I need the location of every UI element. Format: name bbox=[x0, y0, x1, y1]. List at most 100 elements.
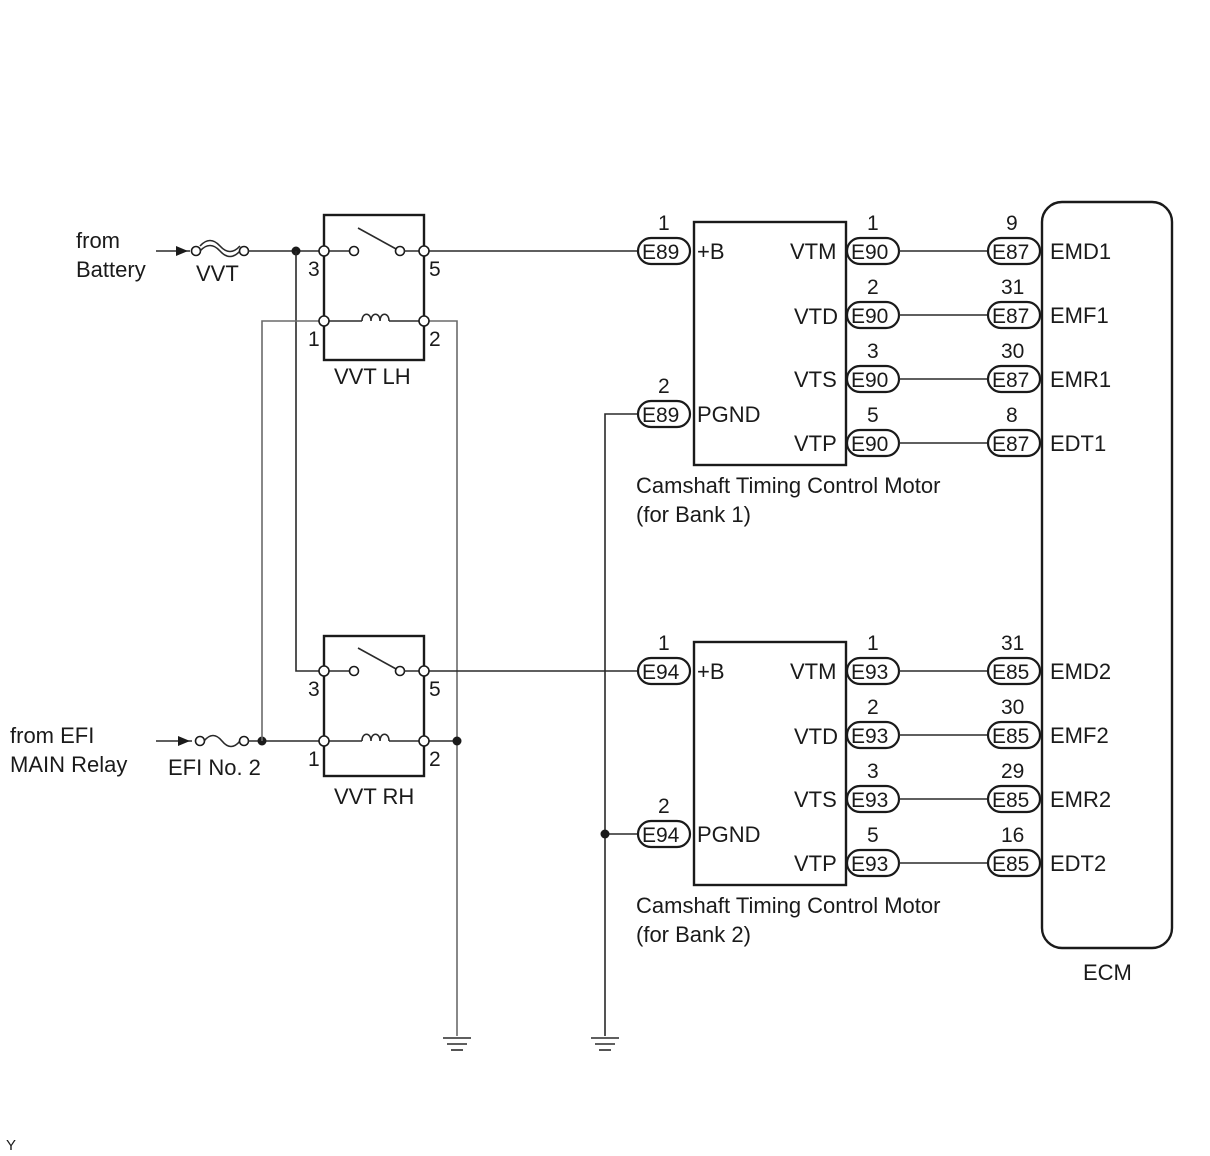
bank2-caption-line1: Camshaft Timing Control Motor bbox=[636, 893, 940, 918]
bank1-ecm-pin: 30 bbox=[1001, 340, 1024, 363]
bank2-signal-pin: 3 bbox=[867, 760, 879, 783]
ground-junction bbox=[452, 736, 462, 746]
relay-rh-pin-1: 1 bbox=[308, 748, 320, 771]
bank1-signal-row-vtp: VTP E90 5 E87 8 EDT1 bbox=[794, 404, 1106, 458]
relay-rh-pin-3: 3 bbox=[308, 678, 320, 701]
ecm-terminal-label: EMD1 bbox=[1050, 239, 1111, 264]
bank2-ecm-connector: E85 bbox=[992, 853, 1029, 876]
bank2-signal-pin: 2 bbox=[867, 696, 879, 719]
bank2-signal-row-vts: VTS E93 3 E85 29 EMR2 bbox=[794, 760, 1111, 814]
corner-mark: Y bbox=[6, 1137, 16, 1154]
bank1-out-connector: E90 bbox=[851, 369, 888, 392]
relay-vvt-lh bbox=[318, 213, 430, 362]
bank2-out-connector: E93 bbox=[851, 661, 888, 684]
ecm-terminal-label: EDT2 bbox=[1050, 851, 1106, 876]
bank1-power-connector-label: E89 bbox=[642, 241, 679, 264]
bank1-signal-label: VTS bbox=[794, 367, 837, 392]
efi-relay-label-line2: MAIN Relay bbox=[10, 752, 127, 777]
bank2-power-connector-label: E94 bbox=[642, 661, 680, 684]
motor-bank2-box bbox=[692, 640, 848, 887]
bank2-ecm-pin: 31 bbox=[1001, 632, 1024, 655]
bank1-caption-line2: (for Bank 1) bbox=[636, 502, 751, 527]
relay-lh-name: VVT LH bbox=[334, 364, 411, 389]
bank2-ecm-connector: E85 bbox=[992, 725, 1029, 748]
bank2-signal-pin: 1 bbox=[867, 632, 879, 655]
ecm-terminal-label: EMF2 bbox=[1050, 723, 1109, 748]
ecm-terminal-label: EMD2 bbox=[1050, 659, 1111, 684]
bank2-ecm-connector: E85 bbox=[992, 661, 1029, 684]
bank2-ecm-pin: 30 bbox=[1001, 696, 1024, 719]
bank1-ecm-pin: 9 bbox=[1006, 212, 1018, 235]
battery-label-line2: Battery bbox=[76, 257, 146, 282]
bank1-signal-row-vts: VTS E90 3 E87 30 EMR1 bbox=[794, 340, 1111, 394]
bank1-signal-row-vtd: VTD E90 2 E87 31 EMF1 bbox=[794, 276, 1109, 330]
ground-symbol-motors bbox=[591, 1037, 619, 1051]
bank2-ecm-pin: 16 bbox=[1001, 824, 1024, 847]
bank1-signal-pin: 5 bbox=[867, 404, 879, 427]
rh-relay-feed-wire bbox=[295, 251, 320, 672]
vvt-fuse bbox=[190, 239, 250, 258]
bank2-out-connector: E93 bbox=[851, 725, 888, 748]
bank2-power-pin: 1 bbox=[658, 632, 670, 655]
bank2-signal-row-vtd: VTD E93 2 E85 30 EMF2 bbox=[794, 696, 1109, 750]
ecm-terminal-label: EDT1 bbox=[1050, 431, 1106, 456]
pgnd-junction bbox=[600, 829, 610, 839]
bank1-signal-pin: 3 bbox=[867, 340, 879, 363]
bank1-power-connector bbox=[636, 236, 692, 266]
bank1-signal-row-vtm: VTM E90 1 E87 9 EMD1 bbox=[790, 212, 1111, 266]
bank1-signal-label: VTD bbox=[794, 304, 838, 329]
bank1-ecm-pin: 8 bbox=[1006, 404, 1018, 427]
bank1-signal-label: VTM bbox=[790, 239, 836, 264]
bank2-signal-label: VTD bbox=[794, 724, 838, 749]
battery-label-line1: from bbox=[76, 228, 120, 253]
bank1-ground-connector bbox=[636, 399, 692, 429]
bank1-ground-connector-label: E89 bbox=[642, 404, 679, 427]
bank1-signal-pin: 2 bbox=[867, 276, 879, 299]
ecm-terminal-label: EMR1 bbox=[1050, 367, 1111, 392]
bank1-signal-label: VTP bbox=[794, 431, 837, 456]
bank2-out-connector: E93 bbox=[851, 853, 888, 876]
efi-relay-input-arrow bbox=[156, 736, 192, 746]
bank2-ground-pin: 2 bbox=[658, 795, 670, 818]
lh-coil-ground-wire bbox=[428, 320, 458, 1036]
pgnd-ground-wire bbox=[604, 413, 640, 1036]
relay-rh-name: VVT RH bbox=[334, 784, 414, 809]
bank2-ground-connector-label: E94 bbox=[642, 824, 680, 847]
bank2-signal-row-vtm: VTM E93 1 E85 31 EMD2 bbox=[790, 632, 1111, 686]
lh-coil-feed-wire bbox=[261, 320, 320, 741]
bank2-signal-row-vtp: VTP E93 5 E85 16 EDT2 bbox=[794, 824, 1106, 878]
bank2-out-connector: E93 bbox=[851, 789, 888, 812]
relay-lh-pin-2: 2 bbox=[429, 328, 441, 351]
ecm-terminal-label: EMF1 bbox=[1050, 303, 1109, 328]
bank2-ground-label: PGND bbox=[697, 822, 761, 847]
efi-no2-fuse bbox=[194, 734, 250, 748]
bank2-signal-label: VTP bbox=[794, 851, 837, 876]
bank2-power-connector bbox=[636, 656, 692, 686]
bank1-ecm-connector: E87 bbox=[992, 241, 1029, 264]
bank1-out-connector: E90 bbox=[851, 241, 888, 264]
ecm-terminal-label: EMR2 bbox=[1050, 787, 1111, 812]
battery-input-arrow bbox=[156, 246, 190, 256]
relay-lh-pin-1: 1 bbox=[308, 328, 320, 351]
bank1-out-connector: E90 bbox=[851, 305, 888, 328]
bank2-signal-label: VTS bbox=[794, 787, 837, 812]
bank1-power-label: +B bbox=[697, 239, 725, 264]
relay-lh-pin-5: 5 bbox=[429, 258, 441, 281]
bank1-ecm-connector: E87 bbox=[992, 369, 1029, 392]
bank1-ground-pin: 2 bbox=[658, 375, 670, 398]
bank1-ecm-connector: E87 bbox=[992, 433, 1029, 456]
bank2-ground-connector bbox=[636, 819, 692, 849]
bank2-ecm-connector: E85 bbox=[992, 789, 1029, 812]
ecm-box bbox=[1040, 200, 1174, 950]
bank1-ecm-connector: E87 bbox=[992, 305, 1029, 328]
motor-bank1-box bbox=[692, 220, 848, 467]
relay-rh-pin-2: 2 bbox=[429, 748, 441, 771]
bank1-caption-line1: Camshaft Timing Control Motor bbox=[636, 473, 940, 498]
bank1-out-connector: E90 bbox=[851, 433, 888, 456]
relay-vvt-rh bbox=[318, 634, 430, 778]
vvt-fuse-label: VVT bbox=[196, 261, 239, 286]
bank1-signal-pin: 1 bbox=[867, 212, 879, 235]
bank2-signal-label: VTM bbox=[790, 659, 836, 684]
bank2-ecm-pin: 29 bbox=[1001, 760, 1024, 783]
